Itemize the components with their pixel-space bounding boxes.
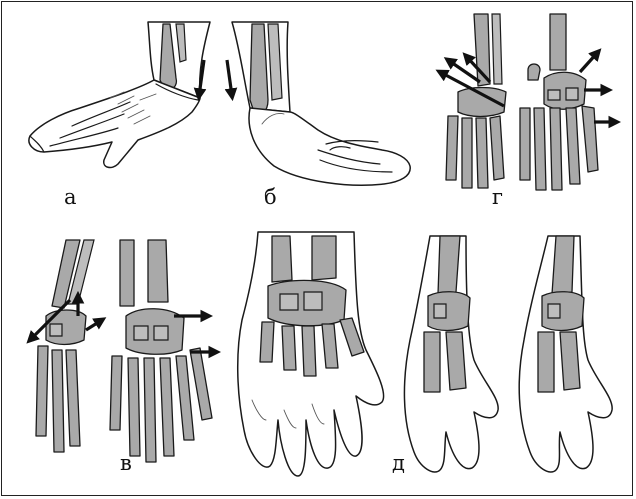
panel-v-illustration xyxy=(36,240,212,462)
panel-g-illustration xyxy=(446,14,598,190)
panel-d-label: д xyxy=(392,451,405,475)
panel-center-illustration xyxy=(238,232,384,476)
panel-b-label: б xyxy=(264,185,277,209)
panel-v-label: в xyxy=(120,451,132,475)
panel-b-arrow xyxy=(227,60,232,96)
panel-b-illustration xyxy=(232,22,410,185)
panel-a-label: а xyxy=(64,185,77,209)
panel-d-illustration xyxy=(404,236,612,472)
panel-a-illustration xyxy=(29,22,210,167)
panel-g-label: г xyxy=(492,185,503,209)
